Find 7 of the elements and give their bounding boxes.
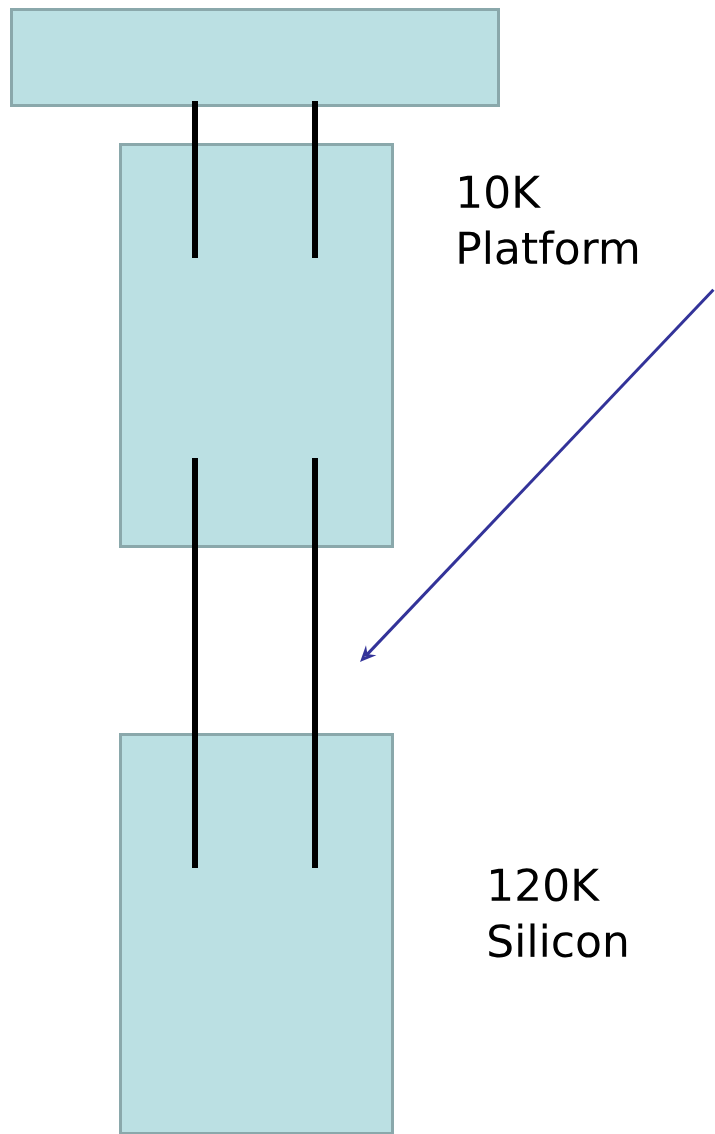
rod <box>312 101 318 258</box>
stage-label: 120K Silicon <box>489 868 627 958</box>
panel <box>119 733 394 1134</box>
stage-label: 10K Platform <box>459 175 638 265</box>
rod <box>192 101 198 258</box>
panel <box>119 143 394 548</box>
panel <box>10 8 500 107</box>
